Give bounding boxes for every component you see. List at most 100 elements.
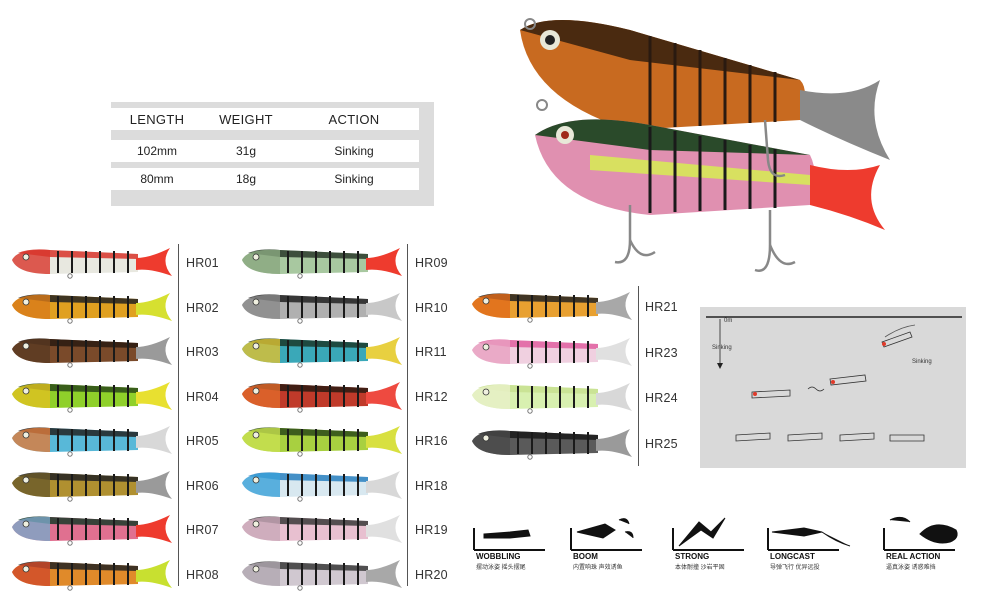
lure-swatch [240,556,405,592]
feature-badge: WOBBLING 摆动泳姿 摇头摆尾 [470,512,565,572]
spec-header-action: ACTION [328,111,380,127]
lure-swatch [470,379,635,415]
lure-image [12,292,172,324]
feature-badge: REAL ACTION 逼真泳姿 诱惑难挡 [880,512,975,572]
lure-swatch [240,289,405,325]
lure-image [242,337,402,368]
sinking-diagram-graphic [706,316,962,442]
feature-badge: STRONG 本体耐撞 沙岩平固 [669,512,764,572]
depth-zero-label: 0m [724,318,733,324]
lure-image [12,426,172,457]
lure-code-label: HR16 [415,434,448,448]
lure-image [12,381,172,413]
lure-code-label: HR05 [186,434,219,448]
lure-image [12,248,172,279]
lure-image [12,470,172,502]
lure-swatch [240,333,405,369]
lure-code-label: HR20 [415,567,448,582]
feature-label: STRONG [675,552,710,561]
sinking-action-label: Sinking [912,359,932,365]
lure-code-label: HR06 [186,478,219,493]
feature-sublabel: 逼真泳姿 诱惑难挡 [886,565,936,571]
spec-header-row: LENGTH WEIGHT ACTION [111,108,419,130]
spec-cell-weight: 18g [235,172,257,186]
spec-cell-length: 102mm [136,144,177,158]
lure-code-label: HR11 [415,345,447,359]
lure-code-label: HR21 [645,300,678,314]
lure-image [242,381,402,413]
lure-code-label: HR24 [645,391,678,405]
feature-sublabel: 摆动泳姿 摇头摆尾 [476,565,526,571]
lure-swatch [10,556,175,592]
lure-swatch [470,334,635,370]
lure-code-label: HR18 [415,478,448,493]
sinking-action-diagram: 0m Sinking Sinking [700,307,966,468]
feature-label: REAL ACTION [886,552,941,561]
feature-label: BOOM [573,552,598,561]
spec-row: 80mm 18g Sinking [111,168,419,190]
lure-image [472,428,632,460]
spec-cell-action: Sinking [334,144,374,158]
spec-cell-action: Sinking [334,172,374,186]
lure-swatch [240,467,405,503]
longcast-icon [767,527,851,551]
lure-image [242,248,402,279]
lure-code-label: HR01 [186,256,219,270]
strong-icon [672,517,744,551]
lure-code-label: HR04 [186,389,219,404]
lure-swatch [470,288,635,324]
spec-cell-length: 80mm [140,172,174,186]
feature-sublabel: 内置响珠 声效诱鱼 [573,565,623,571]
boom-icon [570,518,642,551]
lure-image [12,559,172,591]
lure-swatch [240,244,405,280]
lure-image [242,292,402,324]
spec-table: LENGTH WEIGHT ACTION 102mm 31g Sinking 8… [111,102,434,206]
feature-sublabel: 本体耐撞 沙岩平固 [675,565,725,571]
lure-swatch [240,378,405,414]
column-divider [178,244,179,586]
lure-code-label: HR08 [186,567,219,582]
lure-code-label: HR12 [415,389,448,404]
lure-image [12,515,172,546]
spec-header-length: LENGTH [129,111,185,127]
column-divider [638,286,639,466]
lure-code-label: HR07 [186,523,219,537]
lure-code-label: HR25 [645,436,678,451]
lure-swatch [10,511,175,547]
feature-label: LONGCAST [770,552,815,561]
lure-swatch [240,511,405,547]
lure-code-label: HR09 [415,256,448,270]
wobbling-icon [473,528,545,551]
lure-code-label: HR10 [415,300,448,315]
lure-swatch [10,422,175,458]
lure-swatch [10,378,175,414]
hero-lure-image [520,18,890,272]
lure-image [242,515,402,546]
lure-image [472,383,632,414]
lure-image [242,470,402,502]
lure-code-label: HR02 [186,300,219,315]
lure-code-label: HR03 [186,345,219,359]
feature-badge: BOOM 内置响珠 声效诱鱼 [567,512,662,572]
lure-swatch [10,333,175,369]
lure-image [242,426,402,457]
lure-swatch [10,244,175,280]
spec-cell-weight: 31g [235,144,257,158]
lure-image [242,559,402,591]
lure-image [472,337,632,369]
real-action-icon [883,516,958,551]
lure-swatch [470,425,635,461]
feature-badge: LONGCAST 导弹飞行 优异远投 [764,512,859,572]
spec-row: 102mm 31g Sinking [111,140,419,162]
lure-swatch [10,289,175,325]
lure-swatch [240,422,405,458]
feature-sublabel: 导弹飞行 优异远投 [770,565,820,571]
lure-image [472,292,632,323]
spec-header-weight: WEIGHT [219,111,273,127]
depth-sinking-label: Sinking [712,345,732,351]
lure-image [12,337,172,368]
feature-label: WOBBLING [476,552,521,561]
lure-code-label: HR19 [415,523,448,537]
lure-code-label: HR23 [645,345,678,360]
